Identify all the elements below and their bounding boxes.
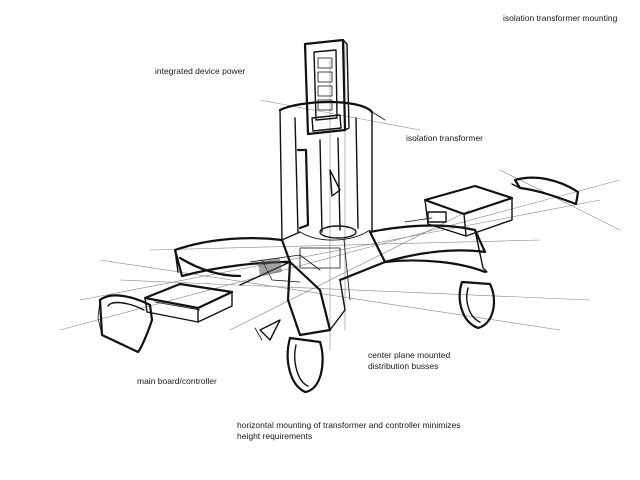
center-plane-label: center plane mounted distribution busses xyxy=(368,350,451,371)
main-board-label: main board/controller xyxy=(137,376,217,386)
isolation-transformer-box xyxy=(404,184,514,237)
power-strip-module xyxy=(303,38,350,136)
horizontal-mounting-label: horizontal mounting of transformer and c… xyxy=(237,420,461,441)
integrated-power-label: integrated device power xyxy=(155,66,246,76)
end-cap-right xyxy=(511,176,580,206)
cart-column xyxy=(278,100,386,241)
cart-base xyxy=(173,224,488,337)
caster-wheels xyxy=(178,256,496,394)
isolation-transformer-label: isolation transformer xyxy=(406,133,484,143)
main-board-drawer xyxy=(143,282,234,323)
title-label: isolation transformer mounting xyxy=(503,13,618,23)
end-cap-left xyxy=(97,294,154,354)
construction-lines xyxy=(59,39,621,351)
